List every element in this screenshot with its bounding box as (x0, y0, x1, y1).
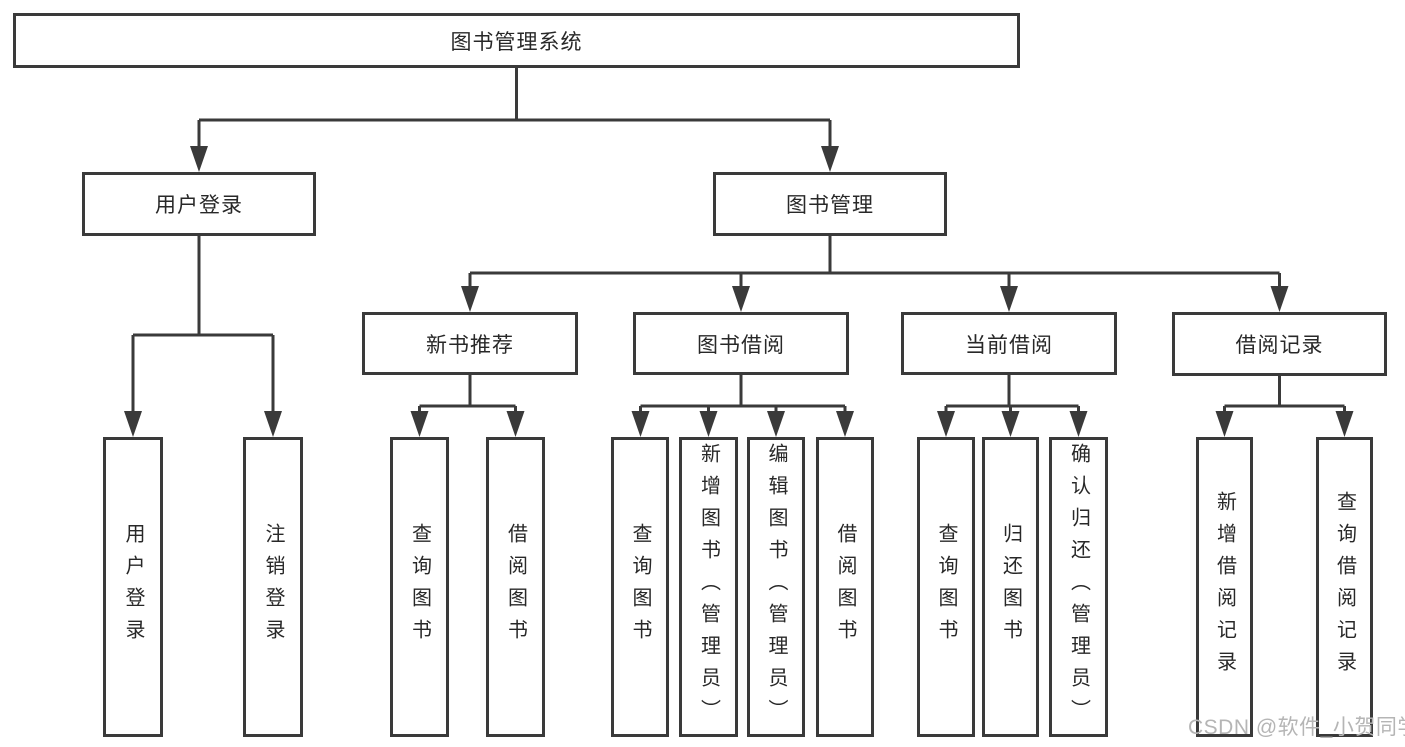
leaf-label: 查询借阅记录 (1333, 491, 1356, 683)
connector-book-borrow (639, 375, 847, 416)
connector-new-book-recommend (418, 375, 517, 416)
leaf-add-borrow-record: 新增借阅记录 (1196, 437, 1253, 737)
leaf-label: 编辑图书（管理员） (765, 443, 787, 731)
arrowheads (124, 146, 1354, 437)
leaf-query-books-2: 查询图书 (611, 437, 669, 737)
node-book-borrow: 图书借阅 (633, 312, 849, 375)
leaf-add-books-admin: 新增图书（管理员） (679, 437, 738, 737)
leaf-query-books-3: 查询图书 (917, 437, 975, 737)
leaf-edit-books-admin: 编辑图书（管理员） (747, 437, 805, 737)
node-new-book-recommend: 新书推荐 (362, 312, 578, 375)
leaf-label: 确认归还（管理员） (1067, 443, 1090, 731)
leaf-label: 借阅图书 (504, 523, 527, 651)
leaf-label: 查询图书 (935, 523, 957, 651)
leaf-user-login: 用户登录 (103, 437, 163, 737)
leaf-borrow-books-1: 借阅图书 (486, 437, 545, 737)
leaf-borrow-books-2: 借阅图书 (816, 437, 874, 737)
arrow-down-icon (937, 411, 955, 437)
arrow-down-icon (836, 411, 854, 437)
arrow-down-icon (821, 146, 839, 172)
leaf-label: 归还图书 (999, 523, 1022, 651)
leaf-label: 新增图书（管理员） (697, 443, 720, 731)
connector-root (197, 68, 832, 150)
connector-book-management (468, 236, 1281, 292)
node-current-borrow: 当前借阅 (901, 312, 1117, 375)
leaf-query-books-1: 查询图书 (390, 437, 449, 737)
node-user-login: 用户登录 (82, 172, 316, 236)
connector-user-login (131, 236, 275, 415)
leaf-label: 借阅图书 (834, 523, 856, 651)
node-book-management: 图书管理 (713, 172, 947, 236)
arrow-down-icon (1215, 411, 1234, 437)
connector-borrow-records (1223, 375, 1346, 416)
node-root: 图书管理系统 (13, 13, 1020, 68)
arrow-down-icon (190, 146, 208, 172)
arrow-down-icon (124, 411, 142, 437)
arrow-down-icon (732, 286, 750, 312)
leaf-label: 注销登录 (262, 523, 284, 651)
arrow-down-icon (506, 411, 525, 437)
leaf-confirm-return-admin: 确认归还（管理员） (1049, 437, 1108, 737)
arrow-down-icon (1335, 411, 1354, 437)
leaf-query-borrow-record: 查询借阅记录 (1316, 437, 1373, 737)
csdn-watermark: CSDN @软件_小贺同学 (1188, 716, 1405, 739)
connector-current-borrow (944, 375, 1080, 416)
arrow-down-icon (264, 411, 282, 437)
arrow-down-icon (1000, 286, 1018, 312)
leaf-logout: 注销登录 (243, 437, 303, 737)
leaf-label: 查询图书 (629, 523, 651, 651)
leaf-label: 用户登录 (122, 523, 144, 651)
arrow-down-icon (461, 286, 479, 312)
arrow-down-icon (1001, 411, 1020, 437)
arrow-down-icon (631, 411, 650, 437)
leaf-return-books: 归还图书 (982, 437, 1039, 737)
leaf-label: 新增借阅记录 (1213, 491, 1236, 683)
node-borrow-records: 借阅记录 (1172, 312, 1387, 376)
leaf-label: 查询图书 (408, 523, 431, 651)
arrow-down-icon (767, 411, 785, 437)
arrow-down-icon (410, 411, 429, 437)
arrow-down-icon (1270, 286, 1289, 312)
arrow-down-icon (699, 411, 718, 437)
arrow-down-icon (1069, 411, 1088, 437)
